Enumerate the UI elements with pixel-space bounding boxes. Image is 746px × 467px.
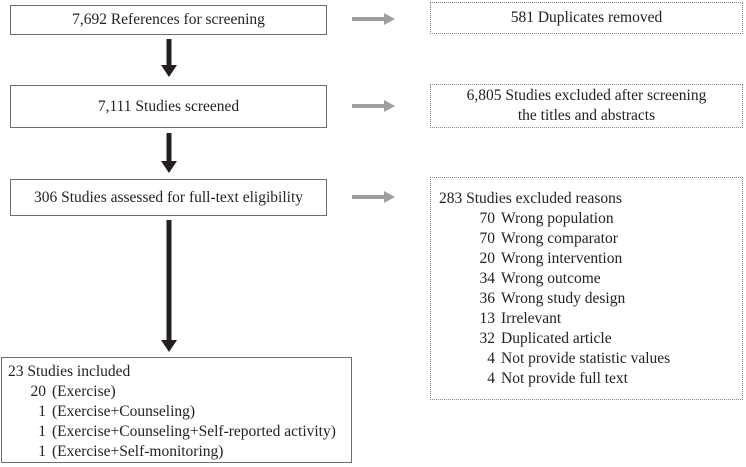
reason-label: Wrong comparator — [501, 230, 618, 247]
reason-label: Not provide statistic values — [501, 350, 671, 367]
arrow-head — [161, 65, 177, 77]
included-label: (Exercise+Counseling) — [52, 403, 196, 420]
excluded-reasons-title: 283 Studies excluded reasons — [439, 190, 622, 207]
included-item: 1 (Exercise+Self-monitoring) — [8, 442, 345, 462]
excluded-reason-item: 4 Not provide statistic values — [439, 349, 734, 369]
box-references-for-screening: 7,692 References for screening — [10, 5, 327, 35]
arrow-head — [384, 13, 395, 25]
excluded-reason-item: 34 Wrong outcome — [439, 269, 734, 289]
excluded-after-screening-line2: the titles and abstracts — [517, 107, 656, 124]
studies-included-title: 23 Studies included — [8, 363, 131, 380]
box-duplicates-removed: 581 Duplicates removed — [430, 2, 743, 34]
reason-count: 70 — [479, 230, 496, 247]
reason-count: 34 — [479, 270, 496, 287]
arrow-shaft — [352, 104, 385, 108]
reason-label: Not provide full text — [501, 370, 628, 387]
arrow-shaft — [166, 220, 172, 340]
excluded-reason-item: 20 Wrong intervention — [439, 249, 734, 269]
reason-count: 70 — [479, 210, 496, 227]
excluded-reason-item: 4 Not provide full text — [439, 369, 734, 389]
arrow-head — [384, 191, 395, 203]
arrow-shaft — [166, 39, 172, 65]
included-label: (Exercise) — [52, 383, 116, 400]
reason-count: 32 — [479, 330, 496, 347]
included-item: 1 (Exercise+Counseling+Self-reported act… — [8, 422, 345, 442]
down-arrow-icon — [161, 220, 177, 352]
right-arrow-icon — [352, 191, 395, 203]
excluded-reason-item: 70 Wrong comparator — [439, 229, 734, 249]
included-item: 20 (Exercise) — [8, 382, 345, 402]
down-arrow-icon — [161, 39, 177, 77]
included-label: (Exercise+Counseling+Self-reported activ… — [52, 423, 336, 440]
reason-label: Wrong intervention — [501, 250, 623, 267]
right-arrow-icon — [352, 100, 395, 112]
reason-label: Wrong outcome — [501, 270, 601, 287]
reason-count: 4 — [487, 370, 495, 387]
arrow-head — [161, 161, 177, 173]
box-studies-screened: 7,111 Studies screened — [10, 85, 327, 128]
arrow-shaft — [166, 133, 172, 161]
included-count: 1 — [38, 443, 46, 460]
reason-label: Wrong study design — [501, 290, 626, 307]
included-label: (Exercise+Self-monitoring) — [52, 443, 224, 460]
reason-count: 13 — [479, 310, 496, 327]
reason-count: 20 — [479, 250, 496, 267]
excluded-reason-item: 70 Wrong population — [439, 209, 734, 229]
excluded-after-screening-line1: 6,805 Studies excluded after screening — [466, 87, 707, 104]
included-item: 1 (Exercise+Counseling) — [8, 402, 345, 422]
reason-count: 4 — [487, 350, 495, 367]
arrow-shaft — [352, 195, 385, 199]
included-count: 20 — [30, 383, 47, 400]
references-for-screening-label: 7,692 References for screening — [72, 11, 265, 28]
included-count: 1 — [38, 423, 46, 440]
right-arrow-icon — [352, 13, 395, 25]
box-excluded-after-screening: 6,805 Studies excluded after screening t… — [430, 84, 743, 128]
excluded-reason-item: 36 Wrong study design — [439, 289, 734, 309]
box-studies-included: 23 Studies included 20 (Exercise) 1 (Exe… — [1, 357, 352, 463]
excluded-reason-item: 32 Duplicated article — [439, 329, 734, 349]
box-excluded-reasons: 283 Studies excluded reasons 70 Wrong po… — [430, 177, 743, 400]
arrow-shaft — [352, 17, 385, 21]
reason-label: Irrelevant — [501, 310, 562, 327]
reason-count: 36 — [479, 290, 496, 307]
arrow-head — [384, 100, 395, 112]
reason-label: Wrong population — [501, 210, 614, 227]
box-assessed-full-text-eligibility: 306 Studies assessed for full-text eligi… — [10, 179, 327, 216]
duplicates-removed-label: 581 Duplicates removed — [510, 9, 663, 26]
studies-screened-label: 7,111 Studies screened — [97, 97, 240, 115]
reason-label: Duplicated article — [501, 330, 612, 347]
excluded-reason-item: 13 Irrelevant — [439, 309, 734, 329]
included-count: 1 — [38, 403, 46, 420]
arrow-head — [161, 340, 177, 352]
assessed-eligibility-label: 306 Studies assessed for full-text eligi… — [33, 188, 304, 206]
down-arrow-icon — [161, 133, 177, 173]
